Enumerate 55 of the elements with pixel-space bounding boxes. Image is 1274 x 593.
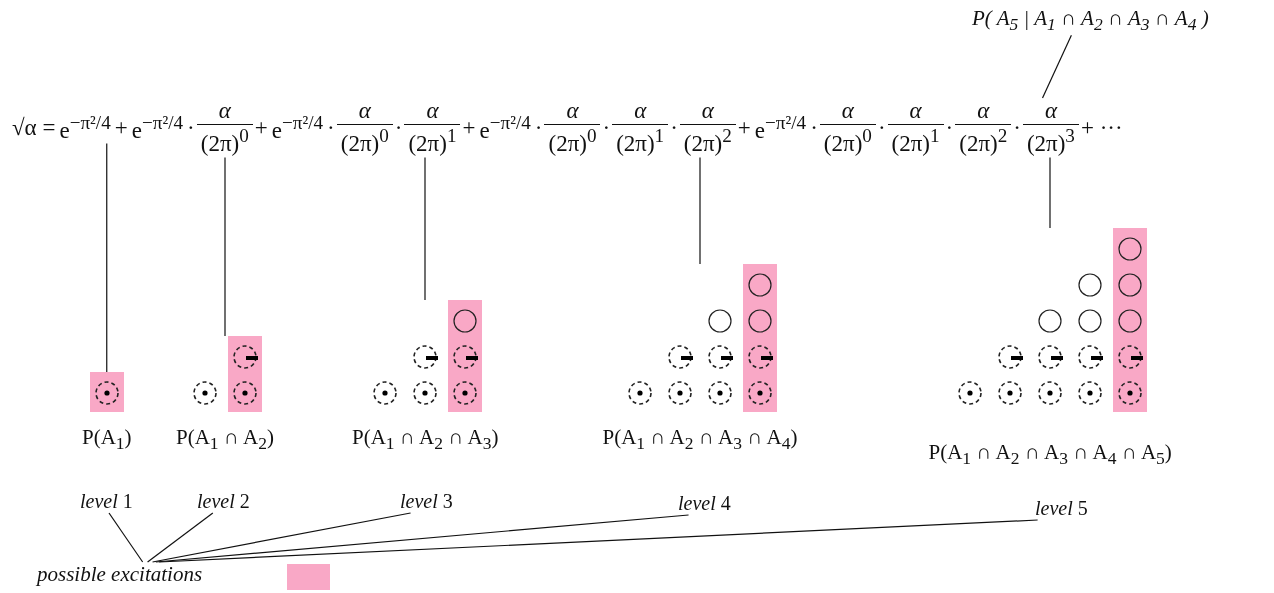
level-label: level 5 [1035,497,1088,520]
level-label: level 2 [197,490,250,513]
fraction: α (2π)$^{2}$ [955,98,1012,158]
fraction: α (2π)$^{2}$ [679,98,736,158]
probability-label: P(A$_{1}$ ∩ A$_{2}$ ∩ A$_{3}$) [352,425,499,455]
probability-label: P(A$_{1}$ ∩ A$_{2}$) [176,425,275,455]
legend-text: possible excitations [37,562,203,587]
fraction: α (2π)$^{3}$ [1022,98,1079,158]
leader-line [158,519,1039,563]
formula-text: e$^{−π²/4}$ [270,111,325,144]
circle-stack-drawing [87,372,127,412]
formula-text: · [809,114,819,141]
fraction: α (2π)$^{0}$ [336,98,393,158]
formula-text: · [944,114,955,141]
formula-text: + [253,114,269,141]
level-label: level 4 [678,492,731,515]
formula-text: + [461,114,477,141]
formula-text: P( A$_{5}$ | A$_{1}$ ∩ A$_{2}$ ∩ A$_{3}$ ∩ A$_{4}$ ) [972,6,1209,36]
formula-text: e$^{−π²/4}$ [130,111,185,144]
leader-line [1041,34,1072,99]
formula-text: · [669,114,679,141]
probability-label: P(A$_{1}$ ∩ A$_{2}$ ∩ A$_{3}$ ∩ A$_{4}$ ∩ A$_{5}$) [928,440,1172,470]
formula-text: e$^{−π²/4}$ [753,111,808,144]
leader-line [1049,156,1051,229]
fraction: α (2π)$^{1}$ [404,98,461,158]
level-label: level 3 [400,490,453,513]
level-label: level 1 [80,490,133,513]
probability-label: P(A$_{1}$) [82,425,132,455]
formula-text: · [533,114,544,141]
leader-line [106,143,108,373]
formula-text: + [113,114,129,141]
leader-line [699,156,701,265]
formula-text: + ··· [1079,114,1124,141]
formula-text: √α = [11,114,57,141]
formula-text: + [736,114,752,141]
formula-text: · [601,114,612,141]
leader-line [424,156,426,301]
fraction: α (2π)$^{0}$ [544,98,601,158]
fraction: α (2π)$^{0}$ [819,98,876,158]
formula-text: · [326,114,336,141]
formula-text: · [1012,114,1022,141]
formula-text: e$^{−π²/4}$ [58,111,112,144]
leader-line [108,512,144,563]
leader-line [155,514,690,563]
fraction: α (2π)$^{0}$ [196,98,253,158]
probability-label: P(A$_{1}$ ∩ A$_{2}$ ∩ A$_{3}$ ∩ A$_{4}$) [602,425,798,455]
fraction: α (2π)$^{1}$ [612,98,669,158]
leader-line [147,512,214,563]
leader-line [224,156,226,337]
formula-text: · [186,114,196,141]
formula-text: · [393,114,404,141]
fraction: α (2π)$^{1}$ [887,98,944,158]
leader-line [151,512,412,563]
formula-text: e$^{−π²/4}$ [478,111,532,144]
formula-text: · [876,114,887,141]
